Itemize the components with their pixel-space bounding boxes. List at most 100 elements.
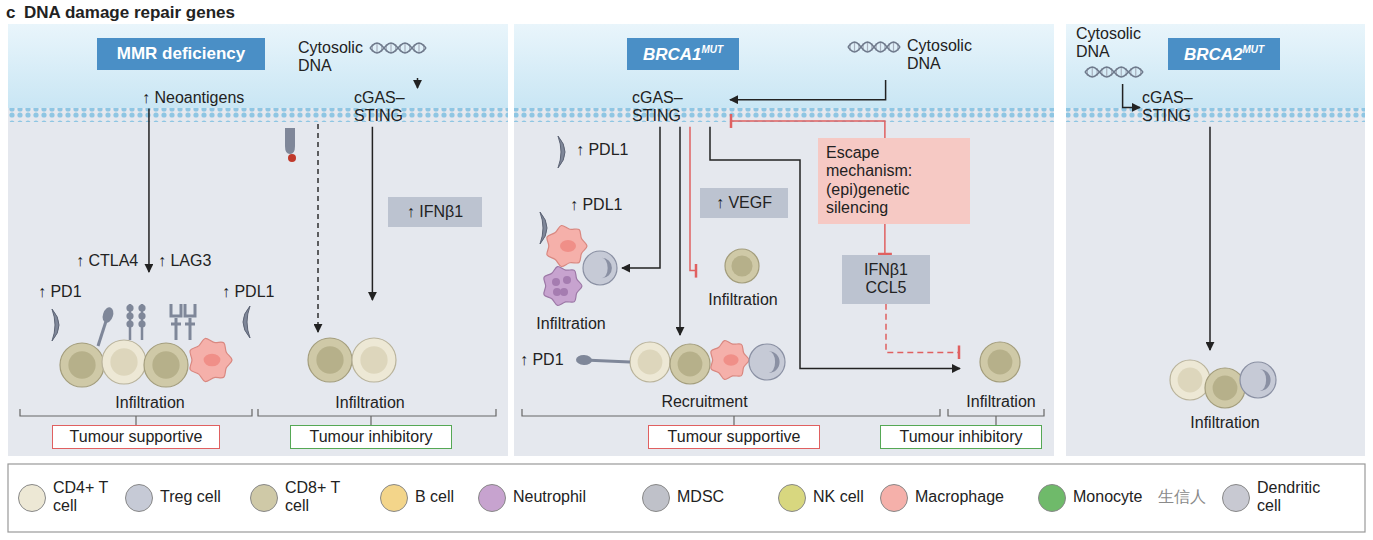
cd8-cell xyxy=(144,343,188,387)
legend-text: NK cell xyxy=(813,488,864,506)
extracellular-region xyxy=(1066,24,1365,108)
marker-label: ↑ LAG3 xyxy=(158,252,211,270)
dna-label: Cytosolic DNA xyxy=(296,38,431,78)
node-text: Infiltration xyxy=(30,394,270,412)
node-text: Cytosolic DNA xyxy=(907,37,983,74)
cell-cluster: Infiltration xyxy=(285,300,455,412)
pd1-receptor xyxy=(98,306,115,346)
node-text: ↑ Neoantigens xyxy=(142,89,266,107)
node-text: BRCA2 xyxy=(1184,45,1243,64)
cell-cluster: Infiltration xyxy=(960,335,1042,411)
cd4-cell xyxy=(630,342,670,382)
cd8-cell xyxy=(308,338,352,382)
arrow-connector xyxy=(679,127,681,335)
tumour-inhibitory-box: Tumour inhibitory xyxy=(880,425,1042,449)
escape-box: Escape mechanism: (epi)genetic silencing xyxy=(818,138,970,224)
arrow-connector xyxy=(417,78,419,88)
legend-swatch xyxy=(880,484,908,512)
watermark: 生信人 xyxy=(1158,487,1206,508)
dashed-arrow xyxy=(317,124,318,332)
treg-cell xyxy=(749,344,785,380)
node-text: Escape mechanism: (epi)genetic silencing xyxy=(826,144,962,218)
legend-swatch xyxy=(380,484,408,512)
node-text: Cytosolic DNA xyxy=(298,39,372,76)
legend-swatch xyxy=(250,484,278,512)
cd8-cell xyxy=(60,343,104,387)
pattern-receptor xyxy=(285,128,296,162)
neoantigen-label: ↑ Neoantigens xyxy=(140,88,268,108)
legend-swatch xyxy=(642,484,670,512)
gene-box: MMR deficiency xyxy=(97,38,265,70)
mac-cell xyxy=(711,340,749,379)
legend-text: Neutrophil xyxy=(513,488,586,506)
cd4-cell xyxy=(1170,360,1210,400)
pathway-label: cGAS–STING xyxy=(630,88,730,127)
node-text: ↑ IFNβ1 xyxy=(392,203,478,221)
node-text: cGAS–STING xyxy=(632,89,728,126)
node-text: cGAS–STING xyxy=(1142,89,1238,126)
extracellular-region xyxy=(514,24,1054,108)
legend-text: Dendritic cell xyxy=(1257,479,1337,514)
node-text: Tumour inhibitory xyxy=(295,428,447,446)
marker-label: ↑ CTLA4 xyxy=(76,252,138,270)
legend-swatch xyxy=(1038,484,1066,512)
legend-text: MDSC xyxy=(677,488,724,506)
arrow-connector xyxy=(372,127,374,300)
node-text: Tumour inhibitory xyxy=(885,428,1037,446)
pdl1-receptor xyxy=(540,212,547,244)
node-text: ↑ VEGF xyxy=(704,194,784,212)
pdl1-receptor xyxy=(52,309,59,341)
bracket xyxy=(522,409,940,425)
marker-label: ↑ PDL1 xyxy=(570,196,622,214)
legend-text: B cell xyxy=(415,488,454,506)
arrow-connector xyxy=(730,80,886,100)
cytokine-box: ↑ IFNβ1 xyxy=(388,197,482,227)
node-text: IFNβ1 CCL5 xyxy=(846,261,926,298)
gene-box: BRCA1MUT xyxy=(627,38,739,70)
legend-text: Treg cell xyxy=(160,488,221,506)
treg-cell xyxy=(583,251,617,285)
legend-swatch xyxy=(18,484,46,512)
cell-cluster: Infiltration xyxy=(697,245,789,309)
marker-label: ↑ PDL1 xyxy=(576,141,628,159)
mac-cell xyxy=(547,225,587,266)
dna-label: Cytosolic DNA xyxy=(1074,24,1164,84)
cd4-cell xyxy=(102,340,146,384)
title: DNA damage repair genes xyxy=(24,3,235,23)
cd8-cell xyxy=(980,342,1020,382)
panel xyxy=(8,24,508,456)
marker-label: ↑ PDL1 xyxy=(222,283,274,301)
legend-swatch xyxy=(478,484,506,512)
node-text: Tumour supportive xyxy=(57,428,215,446)
tumour-supportive-box: Tumour supportive xyxy=(648,425,820,449)
node-text: MMR deficiency xyxy=(103,44,259,64)
arrow-connector xyxy=(1209,127,1211,350)
superscript: MUT xyxy=(701,44,723,55)
mac-cell xyxy=(190,338,232,381)
pdl1-receptor xyxy=(558,136,565,168)
cd8-cell xyxy=(725,249,759,283)
legend-text: CD8+ T cell xyxy=(285,479,349,514)
membrane xyxy=(1066,108,1365,122)
node-text: cGAS–STING xyxy=(354,89,452,126)
cd4-cell xyxy=(352,338,396,382)
inhibition-connector xyxy=(886,304,960,353)
node-text: Infiltration xyxy=(520,315,622,333)
panel-letter: c xyxy=(6,3,15,23)
inhibition-connector xyxy=(690,127,697,271)
arrow-connector xyxy=(148,108,150,272)
bracket xyxy=(258,409,496,425)
node-text: Recruitment xyxy=(622,393,787,411)
panel xyxy=(514,24,1054,456)
treg-cell xyxy=(1240,362,1276,398)
membrane xyxy=(8,108,508,122)
dna-helix xyxy=(848,42,900,52)
cd8-cell xyxy=(670,344,710,384)
legend-frame xyxy=(8,464,1365,532)
legend-swatch xyxy=(778,484,806,512)
dna-helix xyxy=(1085,67,1143,77)
inhibition-connector xyxy=(884,224,886,255)
